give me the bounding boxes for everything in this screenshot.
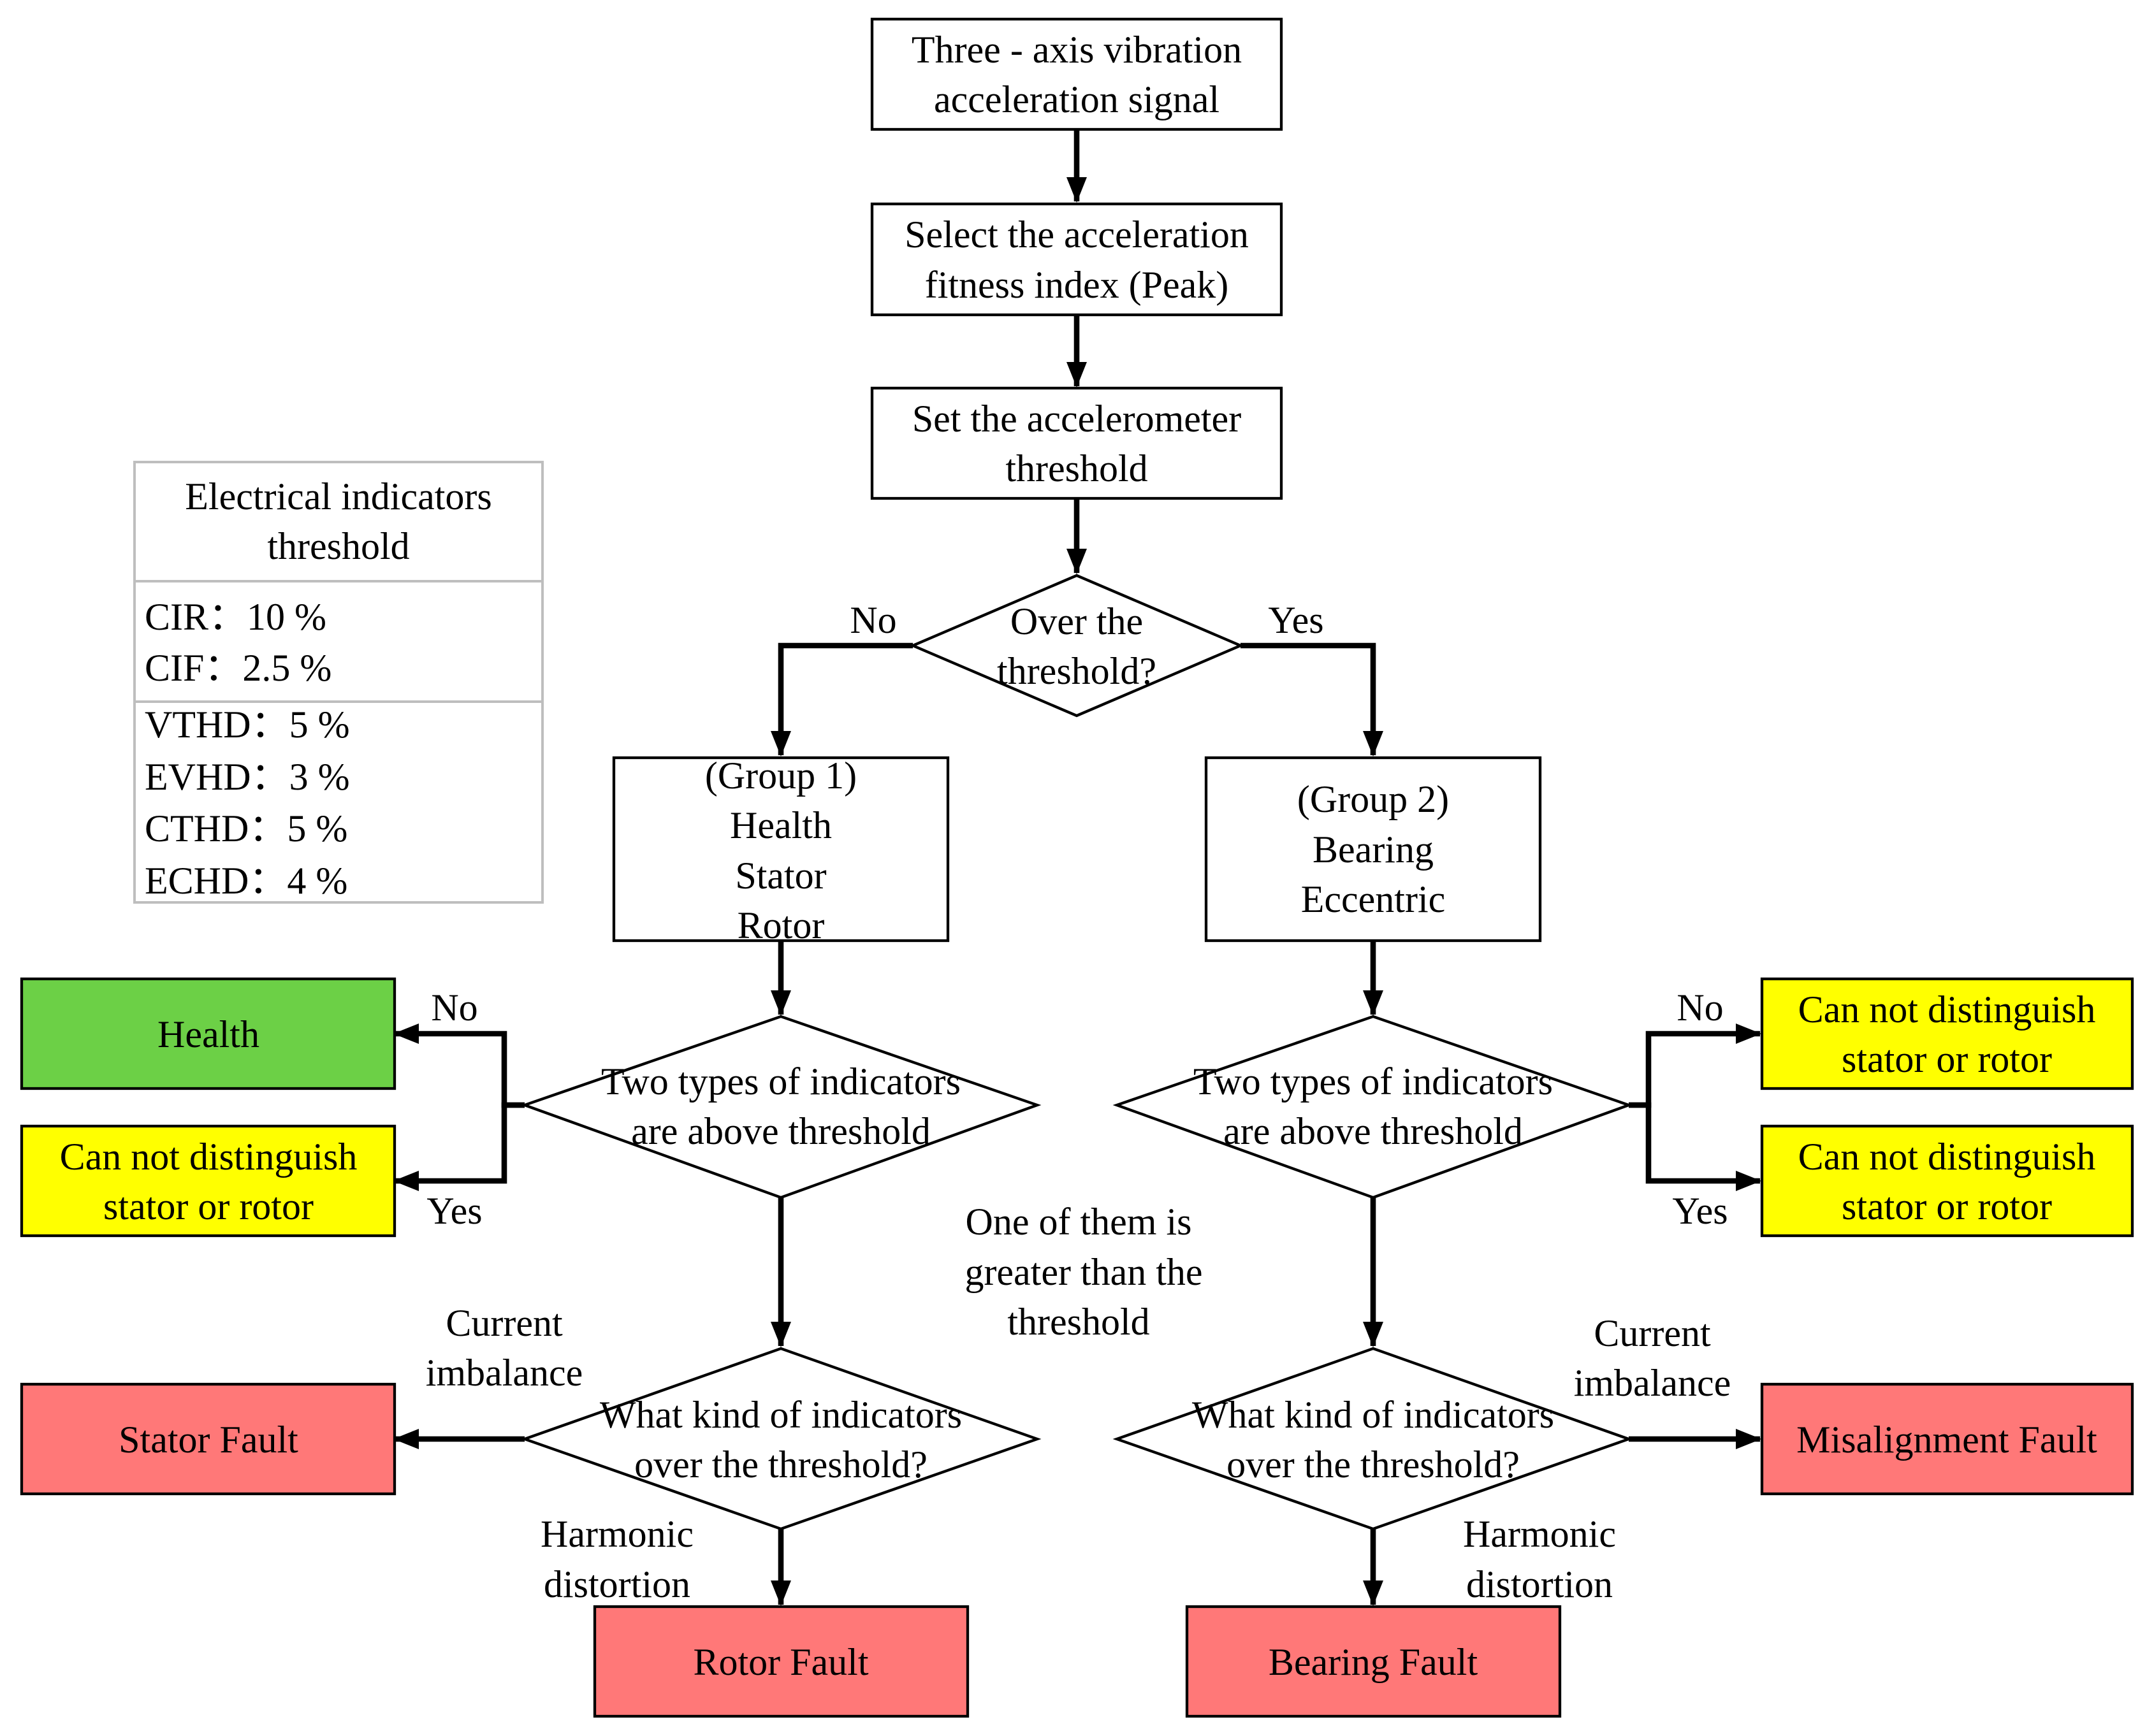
- decision-left-what-kind-line-2: over the threshold?: [634, 1443, 928, 1486]
- decision-right-what-kind-line-1: What kind of indicators: [1192, 1394, 1554, 1436]
- group2-line-1: (Group 2): [1297, 778, 1449, 820]
- edge-label-left-harmonic-line-2: distortion: [544, 1563, 690, 1605]
- decision-right-two-types: Two types of indicators are above thresh…: [1112, 1015, 1633, 1199]
- process-set-threshold-line-2: threshold: [1005, 447, 1147, 489]
- arrow-right-yes-to-indistinct: [1629, 1102, 1761, 1191]
- decision-over-threshold: Over the threshold?: [909, 574, 1244, 718]
- decision-right-what-kind: What kind of indicators over the thresho…: [1112, 1347, 1633, 1531]
- threshold-table-title-line-1: Electrical indicators: [185, 475, 491, 517]
- outcome-right-indistinct-no-line-1: Can not distinguish: [1798, 988, 2096, 1031]
- arrow-no-to-group1: [771, 642, 913, 756]
- threshold-row-evhd: EVHD：3 %: [145, 756, 350, 798]
- outcome-left-indistinct-line-1: Can not distinguish: [60, 1136, 358, 1178]
- decision-left-what-kind-line-1: What kind of indicators: [600, 1394, 962, 1436]
- process-signal-line-2: acceleration signal: [934, 78, 1219, 120]
- outcome-left-indistinct-line-2: stator or rotor: [103, 1185, 314, 1227]
- decision-right-what-kind-line-2: over the threshold?: [1226, 1443, 1520, 1486]
- edge-label-top-yes: Yes: [1268, 599, 1323, 641]
- decision-left-two-types: Two types of indicators are above thresh…: [520, 1015, 1042, 1199]
- edge-label-right-current-line-1: Current: [1594, 1312, 1711, 1354]
- group1-line-1: (Group 1): [705, 755, 857, 797]
- outcome-misalignment-fault: Misalignment Fault: [1760, 1382, 2134, 1496]
- edge-label-left-current-line-2: imbalance: [426, 1352, 583, 1394]
- decision-right-two-types-line-2: are above threshold: [1223, 1110, 1523, 1152]
- outcome-bearing-fault: Bearing Fault: [1185, 1605, 1562, 1718]
- note-one-of-them-line-3: threshold: [1007, 1301, 1149, 1343]
- decision-left-two-types-line-2: are above threshold: [631, 1110, 931, 1152]
- outcome-health-label: Health: [157, 1013, 259, 1055]
- group1-box: (Group 1) Health Stator Rotor: [612, 755, 950, 946]
- decision-over-threshold-line-1: Over the: [1010, 600, 1143, 642]
- outcome-right-indistinct-no: Can not distinguish stator or rotor: [1760, 977, 2134, 1090]
- decision-left-what-kind: What kind of indicators over the thresho…: [520, 1347, 1042, 1531]
- decision-left-two-types-line-1: Two types of indicators: [601, 1060, 961, 1103]
- threshold-row-cir: CIR：10 %: [145, 596, 326, 638]
- group1-line-4: Rotor: [738, 904, 825, 946]
- edge-label-left-yes: Yes: [426, 1190, 482, 1232]
- process-set-threshold-line-1: Set the accelerometer: [912, 398, 1241, 440]
- outcome-right-indistinct-yes: Can not distinguish stator or rotor: [1760, 1124, 2134, 1238]
- process-select-line-1: Select the acceleration: [905, 213, 1249, 256]
- outcome-right-indistinct-yes-line-1: Can not distinguish: [1798, 1136, 2096, 1178]
- process-select-line-2: fitness index (Peak): [925, 264, 1229, 306]
- connectors: [393, 129, 1761, 1606]
- outcome-misalignment-fault-label: Misalignment Fault: [1796, 1419, 2097, 1461]
- note-one-of-them-line-1: One of them is: [966, 1201, 1192, 1243]
- edge-label-right-yes: Yes: [1672, 1190, 1728, 1232]
- group1-line-3: Stator: [735, 855, 826, 897]
- outcome-right-indistinct-no-line-2: stator or rotor: [1842, 1038, 2052, 1080]
- process-select-box: Select the acceleration fitness index (P…: [870, 202, 1283, 317]
- threshold-table-title-line-2: threshold: [267, 525, 409, 567]
- outcome-left-indistinct: Can not distinguish stator or rotor: [20, 1124, 397, 1238]
- edge-label-right-no: No: [1677, 987, 1723, 1029]
- group2-line-2: Bearing: [1313, 828, 1434, 871]
- edge-label-left-harmonic-line-1: Harmonic: [541, 1513, 694, 1555]
- arrow-left-no-to-health: [393, 1024, 525, 1108]
- outcome-rotor-fault-label: Rotor Fault: [693, 1641, 868, 1683]
- group2-line-3: Eccentric: [1301, 878, 1446, 920]
- process-signal-line-1: Three - axis vibration: [912, 29, 1242, 71]
- decision-over-threshold-line-2: threshold?: [997, 650, 1156, 692]
- outcome-health: Health: [20, 977, 397, 1090]
- edge-label-left-no: No: [431, 987, 477, 1029]
- edge-labels: No Yes No Yes No Yes Current imbalance H…: [426, 599, 1731, 1605]
- process-signal-box: Three - axis vibration acceleration sign…: [870, 17, 1283, 131]
- outcome-right-indistinct-yes-line-2: stator or rotor: [1842, 1185, 2052, 1227]
- outcome-bearing-fault-label: Bearing Fault: [1269, 1641, 1478, 1683]
- outcome-rotor-fault: Rotor Fault: [593, 1605, 970, 1718]
- process-set-threshold-box: Set the accelerometer threshold: [870, 386, 1283, 500]
- outcome-stator-fault-label: Stator Fault: [119, 1419, 298, 1461]
- edge-label-right-harmonic-line-1: Harmonic: [1463, 1513, 1616, 1555]
- note-one-of-them-line-2: greater than the: [964, 1251, 1202, 1293]
- arrow-right-no-to-indistinct: [1629, 1024, 1761, 1108]
- arrow-left-yes-to-indistinct: [393, 1102, 525, 1191]
- edge-label-left-current-line-1: Current: [446, 1302, 563, 1344]
- threshold-row-vthd: VTHD：5 %: [145, 704, 350, 746]
- edge-label-right-current-line-2: imbalance: [1574, 1362, 1731, 1404]
- group1-line-2: Health: [730, 804, 832, 846]
- threshold-row-echd: ECHD：4 %: [145, 860, 347, 902]
- edge-label-top-no: No: [850, 599, 896, 641]
- arrow-yes-to-group2: [1241, 642, 1383, 756]
- threshold-row-cthd: CTHD：5 %: [145, 807, 347, 850]
- outcome-stator-fault: Stator Fault: [20, 1382, 397, 1496]
- group2-box: (Group 2) Bearing Eccentric: [1204, 756, 1542, 943]
- threshold-table: Electrical indicators threshold CIR：10 %…: [133, 461, 544, 904]
- decision-right-two-types-line-1: Two types of indicators: [1193, 1060, 1553, 1103]
- threshold-row-cif: CIF：2.5 %: [145, 647, 331, 689]
- edge-label-right-harmonic-line-2: distortion: [1466, 1563, 1613, 1605]
